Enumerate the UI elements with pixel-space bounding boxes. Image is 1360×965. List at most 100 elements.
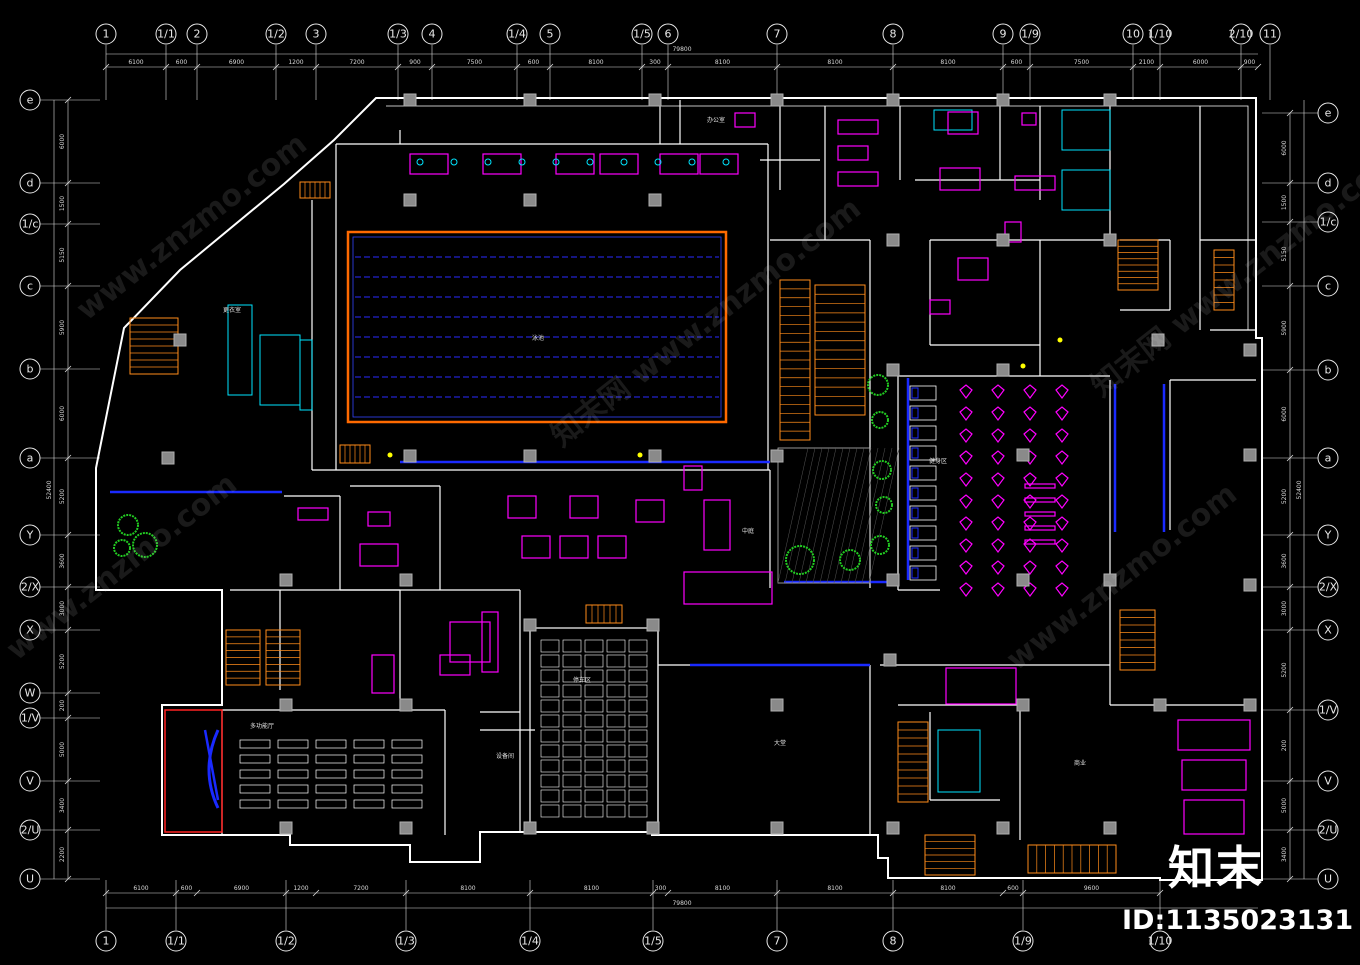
desk-1-0 [239,754,271,764]
axis-left-12-label: 2/U [21,824,40,837]
parking-stall-6-4 [628,729,648,743]
axis-left-2-label: 1/c [22,218,39,231]
dim-left-text-5: 5200 [59,489,66,504]
dim-bottom-text-9: 8100 [827,885,842,892]
column-0 [403,193,417,207]
dim-bottom-tick-4 [312,889,320,897]
gym-machine-2-1 [991,428,1005,443]
axis-bottom-4: 1/4 [519,930,541,952]
axis-right-3-label: c [1325,280,1331,293]
axis-left-6-circle [19,524,41,546]
room-label-changing: 更衣室 [223,306,241,314]
axis-left-3-circle [19,275,41,297]
dim-bottom-total: 79800 [672,900,691,907]
tree-8 [132,532,158,558]
column-16 [886,573,900,587]
dim-left-text-2: 5150 [59,247,66,262]
furniture-item-16 [734,112,756,128]
axis-top-1-label: 1/1 [157,28,175,41]
parking-stall-3-4 [628,684,648,698]
parking-stall-10-3 [606,789,626,803]
treadmill-panel-7 [911,527,919,539]
hatch-line-8 [833,447,865,584]
gym-machine-6-2 [1023,516,1037,531]
gym-machine-4-0 [959,472,973,487]
parking-stall-1-4 [628,654,648,668]
pool-border [346,230,728,424]
axis-left-8: X [19,619,41,641]
dim-bottom-tick-12 [1019,889,1027,897]
column-20 [886,821,900,835]
axis-left-4-label: b [27,363,34,376]
furniture-item-11 [1014,175,1056,191]
dim-top-tick-1 [162,63,170,71]
gym-machine-6-0 [959,516,973,531]
column-19 [770,821,784,835]
gym-machine-8-3 [1055,560,1069,575]
axis-right-8: X [1317,619,1339,641]
fixture-room-6 [933,109,973,131]
parking-stall-0-2 [584,639,604,653]
parking-stall-7-3 [606,744,626,758]
dim-left-tick-6 [64,531,72,539]
axis-top-3: 1/2 [265,23,287,45]
chair-6 [620,158,628,166]
room-label-office: 办公室 [707,116,725,124]
dim-top-tick-2 [193,63,201,71]
dim-right-tick-2 [1286,218,1294,226]
dim-right-text-5: 5200 [1281,489,1288,504]
axis-top-11: 7 [766,23,788,45]
axis-right-4: b [1317,359,1339,381]
desk-3-0 [239,784,271,794]
axis-left-6-label: Y [26,529,34,542]
parking-stall-4-4 [628,699,648,713]
dim-right-tick-10 [1286,777,1294,785]
chair-2 [484,158,492,166]
tree-9 [113,539,131,557]
axis-top-6: 4 [421,23,443,45]
bench-1 [1024,497,1056,503]
column-6 [770,449,784,463]
parking-stall-11-4 [628,804,648,818]
parking-stall-4-2 [584,699,604,713]
parking-stall-9-0 [540,774,560,788]
axis-left-4: b [19,358,41,380]
axis-top-7-label: 1/4 [508,28,526,41]
furniture-item-18 [569,495,599,519]
furniture-item-31 [367,511,391,527]
hatch-line-4 [805,447,837,584]
axis-bottom-8-label: 1/9 [1014,935,1032,948]
axis-right-5-circle [1317,447,1339,469]
bench-3 [1024,525,1056,531]
hatch-line-0 [777,447,809,584]
swimming-pool [346,230,728,424]
column-7 [770,93,784,107]
axis-bottom-3-label: 1/3 [397,935,415,948]
axis-left-10-circle [19,707,41,729]
dim-top-text-9: 300 [649,59,661,66]
desk-1-2 [315,754,347,764]
desk-1-4 [391,754,423,764]
room-label-lobby: 大堂 [774,739,786,747]
gym-machine-5-2 [1023,494,1037,509]
furniture-item-29 [703,499,731,551]
dim-right-tick-7 [1286,583,1294,591]
axis-right-11-label: 2/U [1319,824,1338,837]
dim-right-text-2: 5150 [1281,246,1288,261]
hatch-line-12 [861,447,893,584]
axis-left-8-label: X [26,624,34,637]
gym-machine-3-3 [1055,450,1069,465]
desk-2-3 [353,769,385,779]
column-32 [279,573,293,587]
gym-machine-2-3 [1055,428,1069,443]
axis-bottom-3: 1/3 [395,930,417,952]
column-18 [770,698,784,712]
furniture-item-13 [957,257,989,281]
furniture-item-17 [507,495,537,519]
axis-right-2: 1/c [1317,211,1339,233]
axis-left-1: d [19,172,41,194]
tree-1 [871,411,889,429]
furniture-item-9 [947,111,979,135]
column-38 [1243,698,1257,712]
axis-right-9-label: 1/V [1319,704,1338,717]
